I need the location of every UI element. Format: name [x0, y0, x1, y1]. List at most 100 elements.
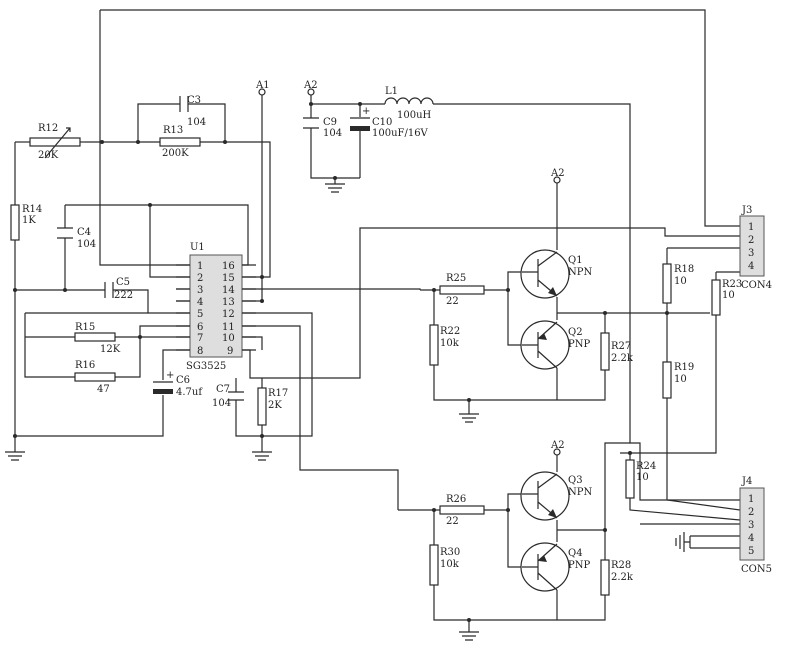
- resistor-r16-value: 47: [97, 384, 110, 395]
- capacitor-c3: C3 104: [179, 95, 206, 128]
- resistor-r25-value: 22: [446, 296, 459, 307]
- resistor-r18-value: 10: [674, 276, 687, 287]
- net-label-a2: A2: [550, 168, 565, 179]
- ic-pin-9: 9: [227, 346, 233, 357]
- capacitor-c5-ref: C5: [116, 277, 130, 288]
- resistor-r27-ref: R27: [611, 341, 631, 352]
- transistor-q2-ref: Q2: [568, 327, 583, 338]
- resistor-r14: R14 1K: [10, 204, 42, 241]
- connector-j4: J4 1 2 3 4 5 CON5: [739, 476, 772, 575]
- ic-pin-14: 14: [222, 285, 235, 296]
- capacitor-c10-polarity: +: [362, 106, 370, 117]
- resistor-r12: R12 20K: [29, 123, 85, 161]
- resistor-r18: R18 10: [662, 263, 694, 304]
- resistor-r24-ref: R24: [636, 461, 656, 472]
- resistor-r26-value: 22: [446, 516, 459, 527]
- capacitor-c9: C9 104: [303, 117, 342, 139]
- capacitor-c6-polarity: +: [166, 370, 174, 381]
- ground-j4-icon: [675, 532, 690, 552]
- connector-j3-pin-4: 4: [748, 261, 754, 272]
- resistor-r14-ref: R14: [22, 204, 42, 215]
- capacitor-c3-ref: C3: [187, 95, 201, 106]
- resistor-r25-ref: R25: [446, 273, 466, 284]
- net-a2-q3: A2: [550, 440, 565, 456]
- resistor-r12-value: 20K: [38, 150, 59, 161]
- connector-j3-pin-2: 2: [748, 235, 754, 246]
- resistor-r24-value: 10: [636, 472, 649, 483]
- resistor-r30-value: 10k: [440, 559, 460, 570]
- capacitor-c6: + C6 4.7uf: [153, 370, 203, 398]
- transistor-q3-type: NPN: [568, 487, 592, 498]
- capacitor-c7-ref: C7: [216, 384, 230, 395]
- connector-j3-pin-3: 3: [748, 248, 754, 259]
- capacitor-c7-value: 104: [212, 398, 231, 409]
- transistor-q2: Q2 PNP: [520, 320, 590, 370]
- capacitor-c9-value: 104: [323, 128, 342, 139]
- resistor-r22: R22 10k: [429, 324, 460, 366]
- capacitor-c9-ref: C9: [323, 117, 337, 128]
- ic-pin-12: 12: [222, 309, 235, 320]
- ground-q4-icon: [459, 628, 479, 641]
- resistor-r23-ref: R23: [722, 279, 742, 290]
- net-label-a1: A1: [255, 80, 270, 91]
- capacitor-c4-ref: C4: [77, 227, 91, 238]
- inductor-l1-value: 100uH: [397, 110, 432, 121]
- resistor-r30: R30 10k: [429, 544, 460, 586]
- net-label-a2: A2: [303, 80, 318, 91]
- capacitor-c10-ref: C10: [372, 117, 392, 128]
- resistor-r27: R27 2.2k: [600, 332, 634, 371]
- resistor-r16: R16 47: [74, 360, 116, 395]
- capacitor-c10: + C10 100uF/16V: [350, 106, 429, 139]
- resistor-r19-ref: R19: [674, 362, 694, 373]
- transistor-q4-ref: Q4: [568, 548, 583, 559]
- resistor-r28-ref: R28: [611, 560, 631, 571]
- connector-j4-pin-3: 3: [748, 520, 754, 531]
- resistor-r28-value: 2.2k: [611, 572, 634, 583]
- capacitor-c5: C5 222: [104, 277, 133, 301]
- ic-pin-1: 1: [197, 261, 203, 272]
- resistor-r16-ref: R16: [75, 360, 95, 371]
- resistor-r13-value: 200K: [162, 148, 189, 159]
- connector-j3-ref: J3: [741, 205, 752, 216]
- ic-u1-value: SG3525: [186, 361, 226, 372]
- connector-j4-pin-5: 5: [748, 546, 754, 557]
- resistor-r19: R19 10: [662, 361, 694, 399]
- ic-pin-4: 4: [197, 297, 203, 308]
- ic-u1-ref: U1: [190, 242, 205, 253]
- ground-c9-icon: [325, 180, 345, 193]
- ground-left-icon: [5, 440, 25, 461]
- resistor-r14-value: 1K: [22, 215, 36, 226]
- ic-pin-16: 16: [222, 261, 235, 272]
- net-a1: A1: [255, 80, 270, 96]
- resistor-r26: R26 22: [439, 494, 485, 527]
- resistor-r15-ref: R15: [75, 322, 95, 333]
- ic-pin-10: 10: [222, 333, 235, 344]
- resistor-r25: R25 22: [439, 273, 485, 307]
- resistor-r27-value: 2.2k: [611, 353, 634, 364]
- ground-q2-icon: [459, 410, 479, 423]
- resistor-r17-ref: R17: [268, 388, 288, 399]
- ic-pin-15: 15: [222, 273, 235, 284]
- capacitor-c10-value: 100uF/16V: [372, 128, 429, 139]
- capacitor-c6-value: 4.7uf: [176, 387, 203, 398]
- transistor-q4-type: PNP: [568, 560, 590, 571]
- connector-j4-value: CON5: [741, 564, 772, 575]
- resistor-r15: R15 12K: [74, 322, 121, 355]
- ic-pin-11: 11: [222, 322, 235, 333]
- net-a2-top: A2: [303, 80, 318, 96]
- transistor-q3: Q3 NPN: [520, 471, 592, 521]
- resistor-r12-ref: R12: [38, 123, 58, 134]
- resistor-r23-value: 10: [722, 290, 735, 301]
- transistor-q2-type: PNP: [568, 339, 590, 350]
- ic-pin-13: 13: [222, 297, 235, 308]
- connector-j4-pin-1: 1: [748, 494, 754, 505]
- transistor-q1: Q1 NPN: [520, 249, 592, 299]
- resistor-r26-ref: R26: [446, 494, 466, 505]
- inductor-l1: L1 100uH: [384, 86, 434, 121]
- ic-pin-2: 2: [197, 273, 203, 284]
- wires: [14, 9, 741, 628]
- resistor-r30-ref: R30: [440, 547, 460, 558]
- ic-pin-5: 5: [197, 309, 203, 320]
- ic-pin-7: 7: [197, 333, 203, 344]
